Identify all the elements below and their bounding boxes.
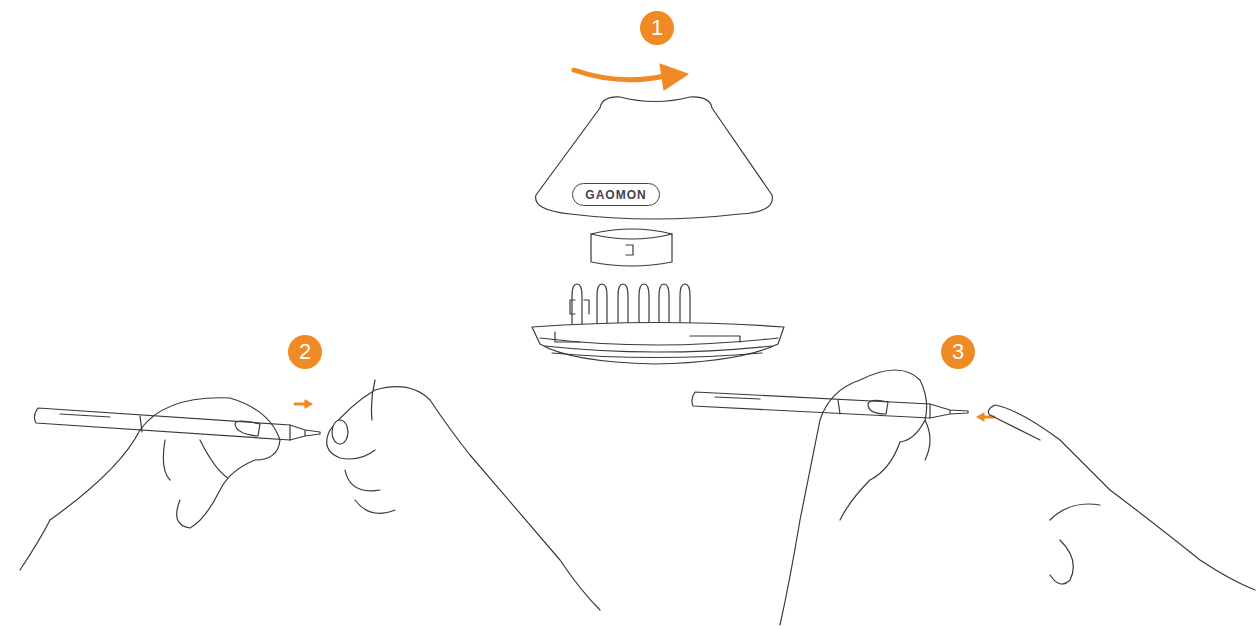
left-pen	[34, 408, 320, 440]
callout-number: 2	[288, 335, 322, 369]
node-text: GAOMON	[585, 188, 646, 202]
holder-base	[532, 323, 784, 365]
callout-number: 3	[941, 335, 975, 369]
callout-number: 1	[640, 11, 674, 45]
node-text: 1	[651, 15, 663, 41]
nib-holder-cap	[536, 97, 773, 219]
rotate-arrow-head	[660, 64, 688, 90]
left-hand-b	[327, 380, 600, 610]
push-arrow-head	[305, 400, 312, 408]
base-slots	[555, 332, 740, 342]
pull-arrow-head	[977, 413, 984, 421]
node-text: 3	[952, 339, 964, 365]
nib-clip	[332, 420, 348, 444]
right-hand-a	[780, 370, 930, 625]
brand-logo: GAOMON	[572, 183, 660, 206]
push-arrow	[295, 403, 306, 406]
holder-ring	[591, 229, 672, 266]
base-ridges	[540, 338, 778, 358]
ring-edge	[591, 234, 672, 239]
ring-notch	[626, 245, 633, 255]
rotate-arrow	[574, 70, 664, 80]
left-hand-a	[20, 398, 280, 570]
node-text: 2	[299, 339, 311, 365]
right-hand-b	[988, 405, 1255, 590]
